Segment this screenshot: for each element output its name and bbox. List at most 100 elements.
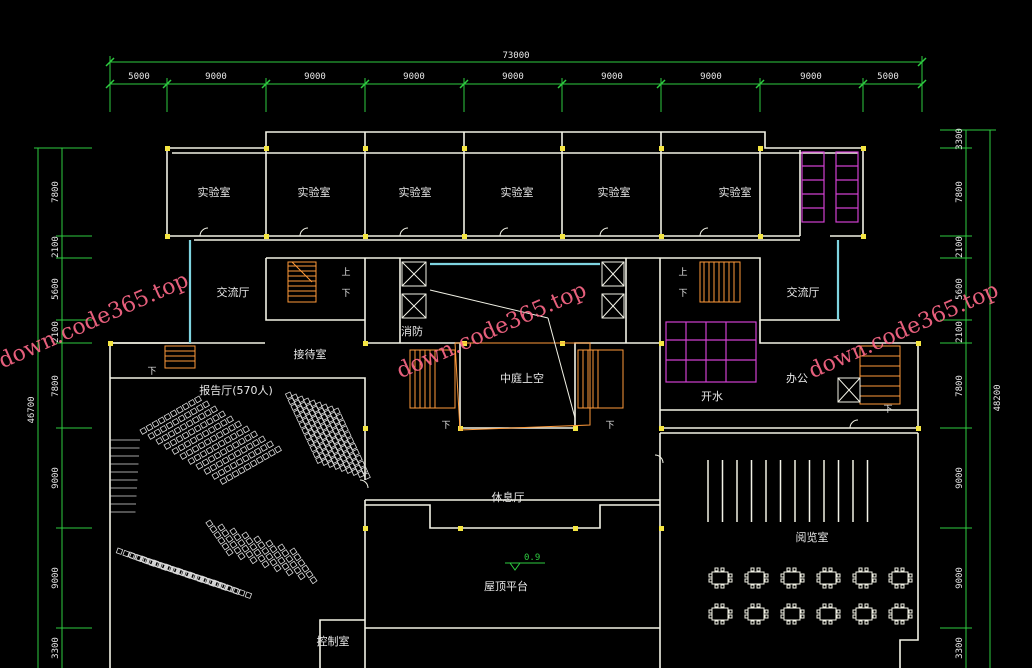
seat <box>261 546 270 556</box>
dim-left-6: 9000 <box>51 467 61 489</box>
dim-left-8: 3300 <box>51 637 61 659</box>
seat <box>339 454 348 463</box>
seat <box>237 552 246 561</box>
seat <box>217 468 226 477</box>
seat <box>325 434 334 443</box>
seat <box>349 442 358 451</box>
seat <box>203 408 212 417</box>
seat <box>221 542 230 551</box>
seat <box>287 397 296 406</box>
seat <box>245 550 254 559</box>
seat <box>298 420 307 429</box>
chair <box>816 609 821 614</box>
seat <box>181 402 190 411</box>
seat <box>205 417 214 426</box>
seat <box>237 466 246 475</box>
chair <box>908 609 913 614</box>
seat <box>293 399 302 408</box>
seat <box>346 436 355 445</box>
seat <box>306 438 315 447</box>
seat <box>253 548 262 557</box>
seat <box>266 440 274 449</box>
seat <box>195 461 204 470</box>
seat <box>199 420 208 429</box>
seat <box>337 438 346 447</box>
seat <box>183 410 192 419</box>
chair <box>908 614 913 619</box>
seat <box>289 560 298 569</box>
seat <box>351 458 360 467</box>
seat <box>325 425 334 433</box>
seat <box>329 411 338 420</box>
chair <box>858 567 863 572</box>
seat <box>151 419 160 428</box>
seat <box>334 432 343 441</box>
seat <box>308 409 317 417</box>
chair <box>786 567 791 572</box>
seat <box>313 430 322 439</box>
label-stair-up-1: 上 <box>341 267 350 278</box>
chair <box>714 584 719 589</box>
seat <box>194 573 202 582</box>
chair <box>858 603 863 608</box>
seat <box>267 448 276 457</box>
seat <box>277 556 286 565</box>
stairs <box>164 261 901 431</box>
label-roof-platform: 屋顶平台 <box>484 579 528 593</box>
seat <box>273 550 282 560</box>
seat <box>305 403 314 412</box>
stage-steps <box>110 439 140 513</box>
seat <box>199 575 208 583</box>
seat <box>167 429 176 438</box>
chair <box>900 603 905 608</box>
chair <box>888 609 893 614</box>
label-stair-down-3: 下 <box>147 367 156 377</box>
chair <box>756 567 761 572</box>
seat <box>171 417 180 426</box>
seat <box>231 469 240 478</box>
reading-table <box>891 571 909 585</box>
seat <box>203 466 212 475</box>
dim-top-4: 9000 <box>403 72 425 82</box>
seat <box>265 552 274 561</box>
seat <box>296 395 305 404</box>
seat <box>318 442 327 451</box>
seat <box>227 452 236 461</box>
seat <box>269 545 278 554</box>
seat <box>312 440 321 449</box>
seat <box>217 536 226 545</box>
seat <box>223 464 232 473</box>
dim-top-3: 9000 <box>304 72 326 82</box>
seat <box>363 472 371 480</box>
seat <box>177 414 186 423</box>
dim-top-2: 9000 <box>205 72 227 82</box>
seat <box>237 538 246 548</box>
dim-top-8: 9000 <box>800 72 822 82</box>
chair <box>816 614 821 619</box>
seat <box>217 439 226 448</box>
seat <box>255 455 264 464</box>
columns <box>108 146 921 531</box>
seat <box>183 439 192 448</box>
seat <box>331 427 340 435</box>
chair <box>864 584 869 589</box>
dim-right-5: 2100 <box>955 321 965 343</box>
seat <box>231 586 239 595</box>
seat <box>229 432 238 441</box>
chair <box>836 609 841 614</box>
chair <box>852 614 857 619</box>
seat <box>229 540 238 549</box>
seat <box>146 557 154 566</box>
dim-right-8: 9000 <box>955 567 965 589</box>
seat <box>219 476 228 485</box>
seat <box>253 447 262 456</box>
seat <box>211 579 220 587</box>
seat <box>314 401 323 410</box>
seat <box>324 444 333 453</box>
label-lounge: 休息厅 <box>492 490 525 504</box>
chair <box>750 584 755 589</box>
reading-table <box>747 607 765 621</box>
seat <box>261 452 270 461</box>
seat <box>139 555 148 563</box>
seat <box>357 460 366 469</box>
